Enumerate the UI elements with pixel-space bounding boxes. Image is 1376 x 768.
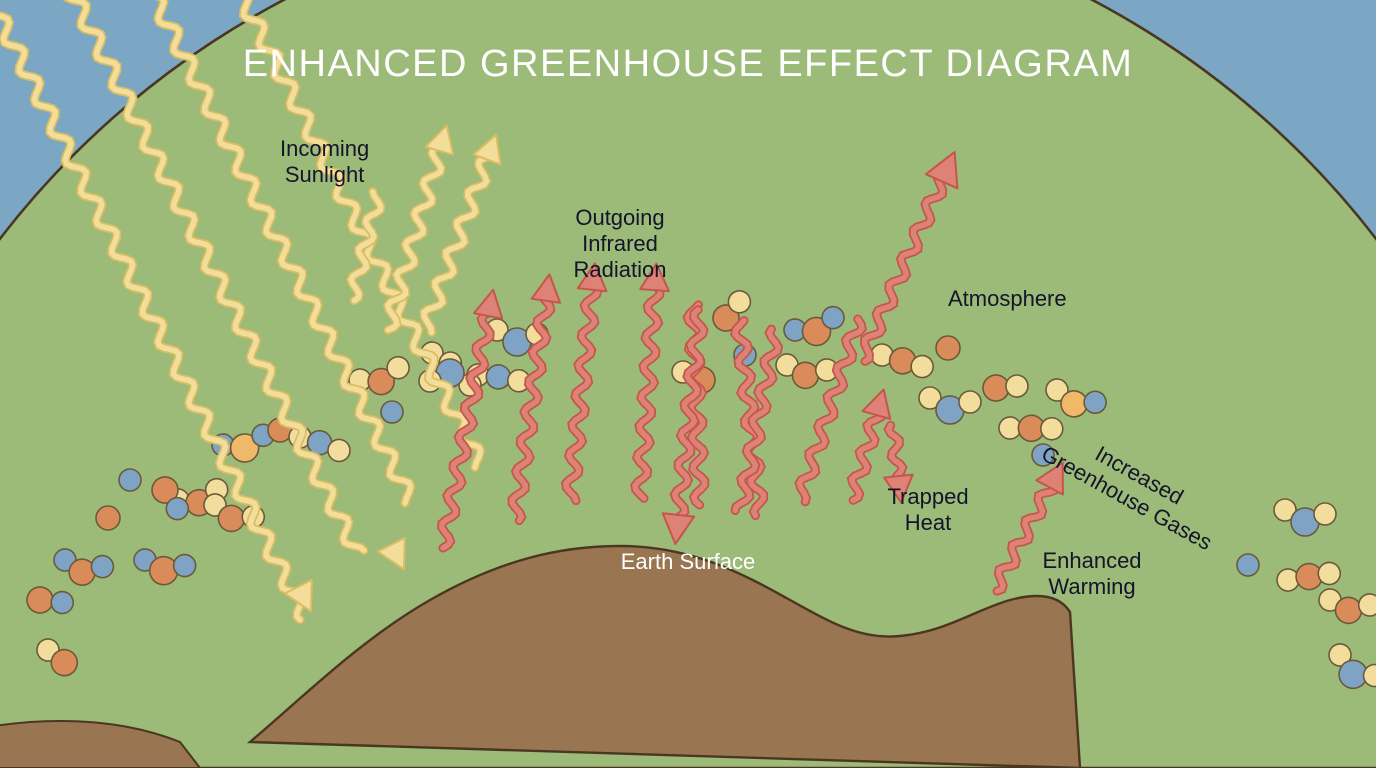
molecule	[95, 505, 121, 531]
molecule	[1318, 588, 1376, 625]
molecule	[380, 400, 404, 424]
label-atmosphere: Atmosphere	[948, 286, 1067, 311]
molecule	[1236, 553, 1260, 577]
molecule	[712, 290, 752, 332]
molecule	[783, 305, 845, 347]
molecule	[918, 386, 982, 425]
landmass-brown-left	[0, 719, 202, 768]
molecule	[1045, 378, 1107, 418]
molecule	[982, 374, 1029, 402]
label-earth-surface: Earth Surface	[620, 549, 756, 574]
molecule	[151, 476, 190, 521]
molecule	[133, 548, 197, 586]
greenhouse-gas-molecules	[26, 290, 1376, 690]
molecule	[935, 335, 961, 361]
molecule	[1276, 561, 1342, 592]
incoming-sunlight-rays	[0, 0, 502, 625]
molecule	[1273, 498, 1337, 537]
molecule	[1031, 443, 1055, 467]
molecule	[53, 548, 115, 586]
molecule	[36, 638, 79, 677]
page-title: ENHANCED GREENHOUSE EFFECT DIAGRAM	[242, 43, 1134, 85]
molecule	[1328, 643, 1376, 690]
landmass-brown	[246, 544, 1082, 768]
molecule	[998, 414, 1064, 443]
molecule	[26, 586, 75, 615]
molecule	[870, 343, 934, 379]
molecule	[118, 468, 142, 492]
infrared-radiation-rays	[437, 151, 1064, 596]
